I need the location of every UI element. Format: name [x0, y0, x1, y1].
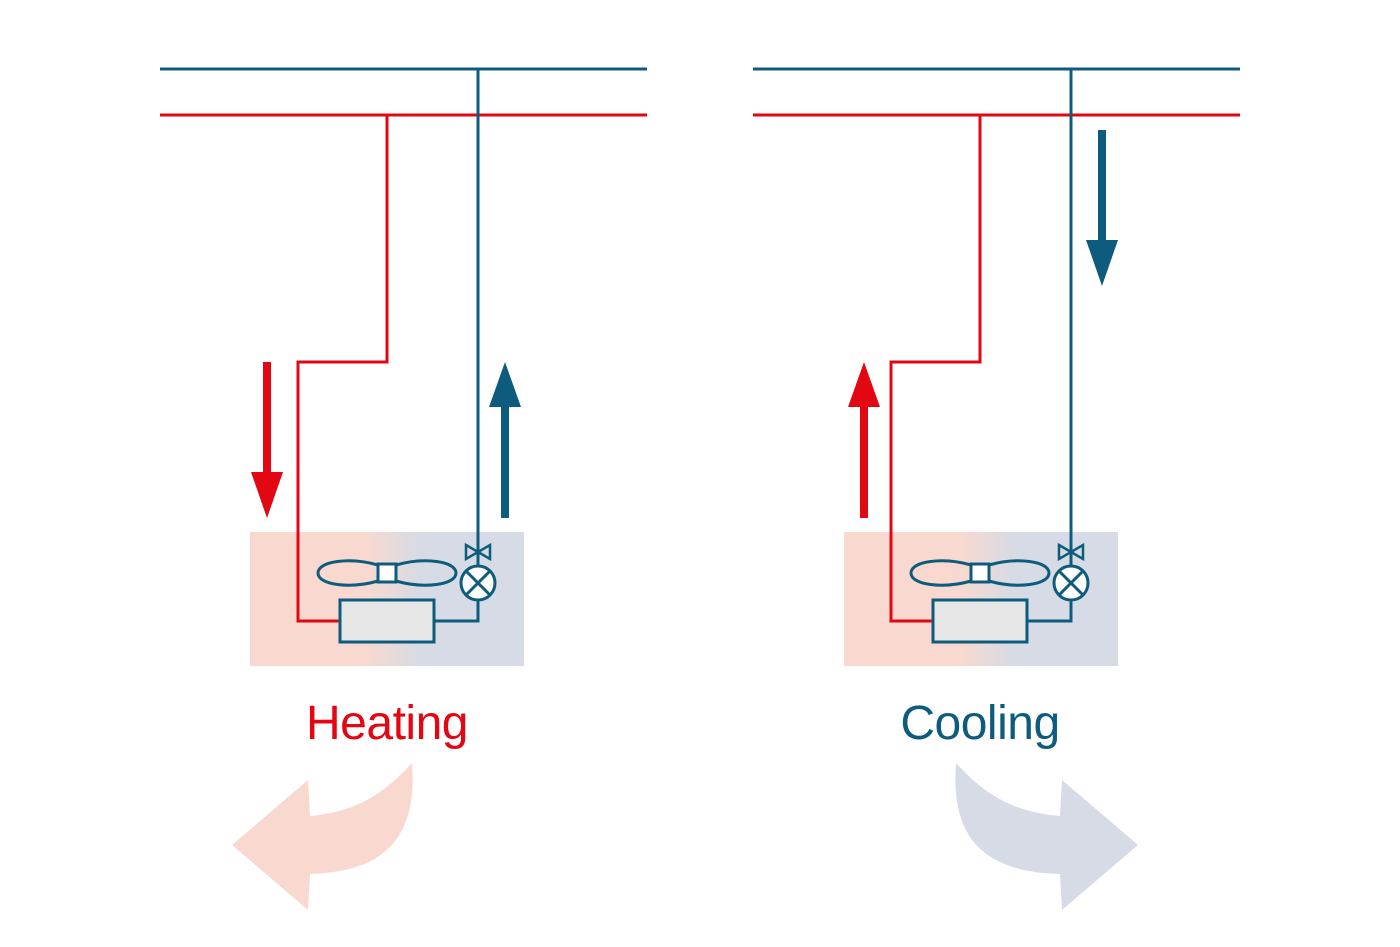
expansion-valve-icon: [1052, 564, 1090, 602]
expansion-valve-icon: [459, 564, 497, 602]
cooling-label: Cooling: [900, 697, 1060, 750]
shutoff-valve-icon: [464, 542, 492, 562]
fan-icon: [316, 559, 458, 587]
cold-branch-pipe: [434, 69, 480, 623]
cool-air-arrow-right: [955, 763, 1138, 910]
fan-icon: [909, 559, 1051, 587]
hot-branch-pipe: [296, 115, 389, 623]
cooling-panel: [753, 67, 1240, 910]
cold-flow-arrow-up: [489, 362, 521, 518]
heating-label: Heating: [306, 697, 468, 750]
warm-air-arrow-left: [232, 763, 413, 910]
cold-branch-pipe: [1027, 69, 1073, 623]
cold-flow-arrow-down: [1086, 130, 1118, 286]
heat-exchanger-icon: [338, 598, 436, 644]
hot-branch-pipe: [889, 115, 982, 623]
hot-flow-arrow-up: [848, 362, 880, 518]
heating-panel: [160, 67, 647, 910]
hot-flow-arrow-down: [251, 362, 283, 518]
shutoff-valve-icon: [1057, 542, 1085, 562]
heat-exchanger-icon: [931, 598, 1029, 644]
